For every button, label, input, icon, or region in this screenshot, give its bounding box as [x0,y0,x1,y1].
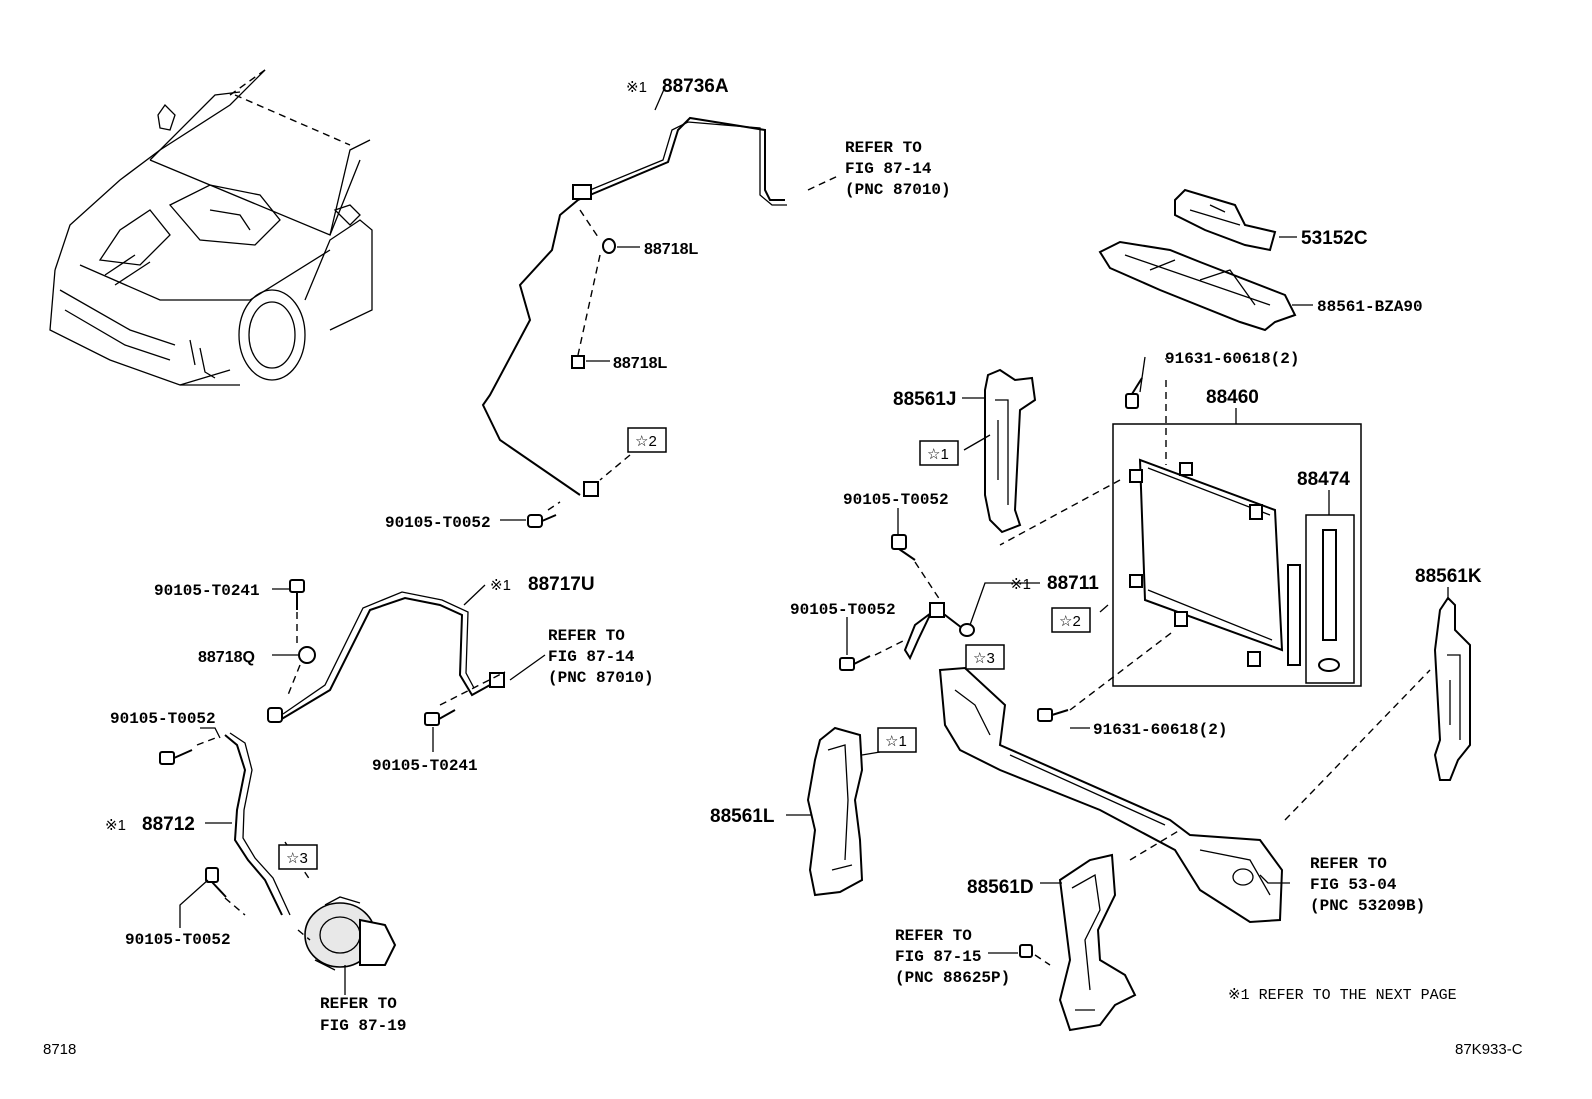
label-90105-T0241-b: 90105-T0241 [372,757,478,775]
marker-star2-upper: ☆2 [627,427,667,453]
label-90105-T0052-b: 90105-T0052 [110,710,216,728]
bolt-90105-T0241-mid [424,709,456,726]
seal-88561K [1433,596,1471,781]
svg-text:☆1: ☆1 [927,446,949,463]
vehicle-locator-illustration [49,69,373,386]
bolt-90105-T0052-right-top [891,534,916,561]
marker-star2-88711: ☆2 [1051,607,1091,633]
svg-text:REFER TO: REFER TO [1310,855,1387,873]
label-53152C: 53152C [1301,228,1368,249]
bolt-91631-60618-upper [1125,377,1143,409]
receiver-box-88474 [1305,514,1355,684]
bolt-91631-60618-lower [1037,708,1069,722]
svg-text:☆2: ☆2 [635,433,657,450]
svg-text:FIG 87-14: FIG 87-14 [845,160,932,178]
seal-88561J [984,368,1037,534]
note1-marker-88717U: ※1 [490,577,511,594]
leader-lines [179,86,1449,995]
label-88561K: 88561K [1415,566,1482,587]
svg-text:☆3: ☆3 [973,650,995,667]
bolt-90105-T0241-top [289,579,305,610]
label-90105-T0241-a: 90105-T0241 [154,582,260,600]
figure-code: 87K933-C [1455,1041,1523,1058]
label-88561L: 88561L [710,806,775,827]
svg-text:REFER TO: REFER TO [895,927,972,945]
pipe-88711 [903,602,975,661]
clip-88625P [1019,944,1033,958]
label-90105-T0052-a: 90105-T0052 [385,514,491,532]
svg-text:☆2: ☆2 [1059,613,1081,630]
radiator-support-member [938,666,1284,924]
seal-53152C [1174,188,1277,252]
svg-text:FIG 87-15: FIG 87-15 [895,948,981,966]
seal-88561L [806,726,864,897]
label-88561-BZA90: 88561-BZA90 [1317,298,1423,316]
svg-text:REFER TO: REFER TO [548,627,625,645]
label-91631-60618-b: 91631-60618(2) [1093,721,1227,739]
label-88717U: 88717U [528,574,595,595]
label-88561D: 88561D [967,877,1034,898]
label-90105-T0052-d: 90105-T0052 [843,491,949,509]
svg-text:☆3: ☆3 [286,850,308,867]
ref-fig-87-14-upper: REFER TO FIG 87-14 (PNC 87010) [845,139,951,199]
pipe-88717U [267,591,505,723]
ref-fig-87-14-lower: REFER TO FIG 87-14 (PNC 87010) [548,627,654,687]
note1-marker-88736A: ※1 [626,79,647,96]
label-88718Q: 88718Q [198,649,255,666]
label-88460: 88460 [1206,387,1259,408]
label-88474: 88474 [1297,469,1350,490]
bolt-90105-T0052-pipe-top [527,514,557,528]
marker-star3-left: ☆3 [278,844,318,870]
label-88736A: 88736A [662,76,729,97]
svg-text:REFER TO: REFER TO [845,139,922,157]
label-88712: 88712 [142,814,195,835]
ref-fig-53-04: REFER TO FIG 53-04 (PNC 53209B) [1310,855,1425,915]
page-code: 8718 [43,1041,76,1058]
bolt-90105-T0052-right-mid [839,655,871,671]
svg-text:REFER TO: REFER TO [320,995,397,1013]
svg-text:(PNC 87010): (PNC 87010) [845,181,951,199]
svg-text:(PNC 88625P): (PNC 88625P) [895,969,1010,987]
label-90105-T0052-e: 90105-T0052 [790,601,896,619]
hose-88712 [224,732,291,916]
bolt-90105-T0052-lower [205,867,227,898]
label-90105-T0052-c: 90105-T0052 [125,931,231,949]
seal-88561-BZA90 [1098,240,1297,332]
svg-text:FIG 87-14: FIG 87-14 [548,648,635,666]
svg-text:(PNC 53209B): (PNC 53209B) [1310,897,1425,915]
label-88718L-upper: 88718L [644,241,698,258]
marker-star1-88561J: ☆1 [919,440,959,466]
svg-text:FIG 53-04: FIG 53-04 [1310,876,1397,894]
label-88711: 88711 [1047,573,1099,594]
footnote: ※1 REFER TO THE NEXT PAGE [1228,987,1457,1004]
label-88561J: 88561J [893,389,956,410]
svg-text:☆1: ☆1 [885,733,907,750]
grommet-88718L-upper [602,238,616,254]
compressor-assembly [304,896,397,971]
label-88718L-lower: 88718L [613,355,667,372]
pipe-88736A [481,116,787,497]
marker-star1-88561L: ☆1 [877,727,917,753]
note1-marker-88711: ※1 [1010,576,1031,593]
clip-88718Q [298,646,316,664]
ref-fig-87-15: REFER TO FIG 87-15 (PNC 88625P) [895,927,1010,987]
clip-88718L-lower [571,355,585,369]
label-91631-60618-a: 91631-60618(2) [1165,350,1299,368]
ref-fig-87-19: REFER TO FIG 87-19 [320,995,406,1035]
note1-marker-88712: ※1 [105,817,126,834]
svg-text:FIG 87-19: FIG 87-19 [320,1017,406,1035]
svg-text:(PNC 87010): (PNC 87010) [548,669,654,687]
bolt-90105-T0052-left [159,749,193,765]
marker-star3-88711: ☆3 [965,644,1005,670]
seal-88561D [1058,853,1137,1032]
